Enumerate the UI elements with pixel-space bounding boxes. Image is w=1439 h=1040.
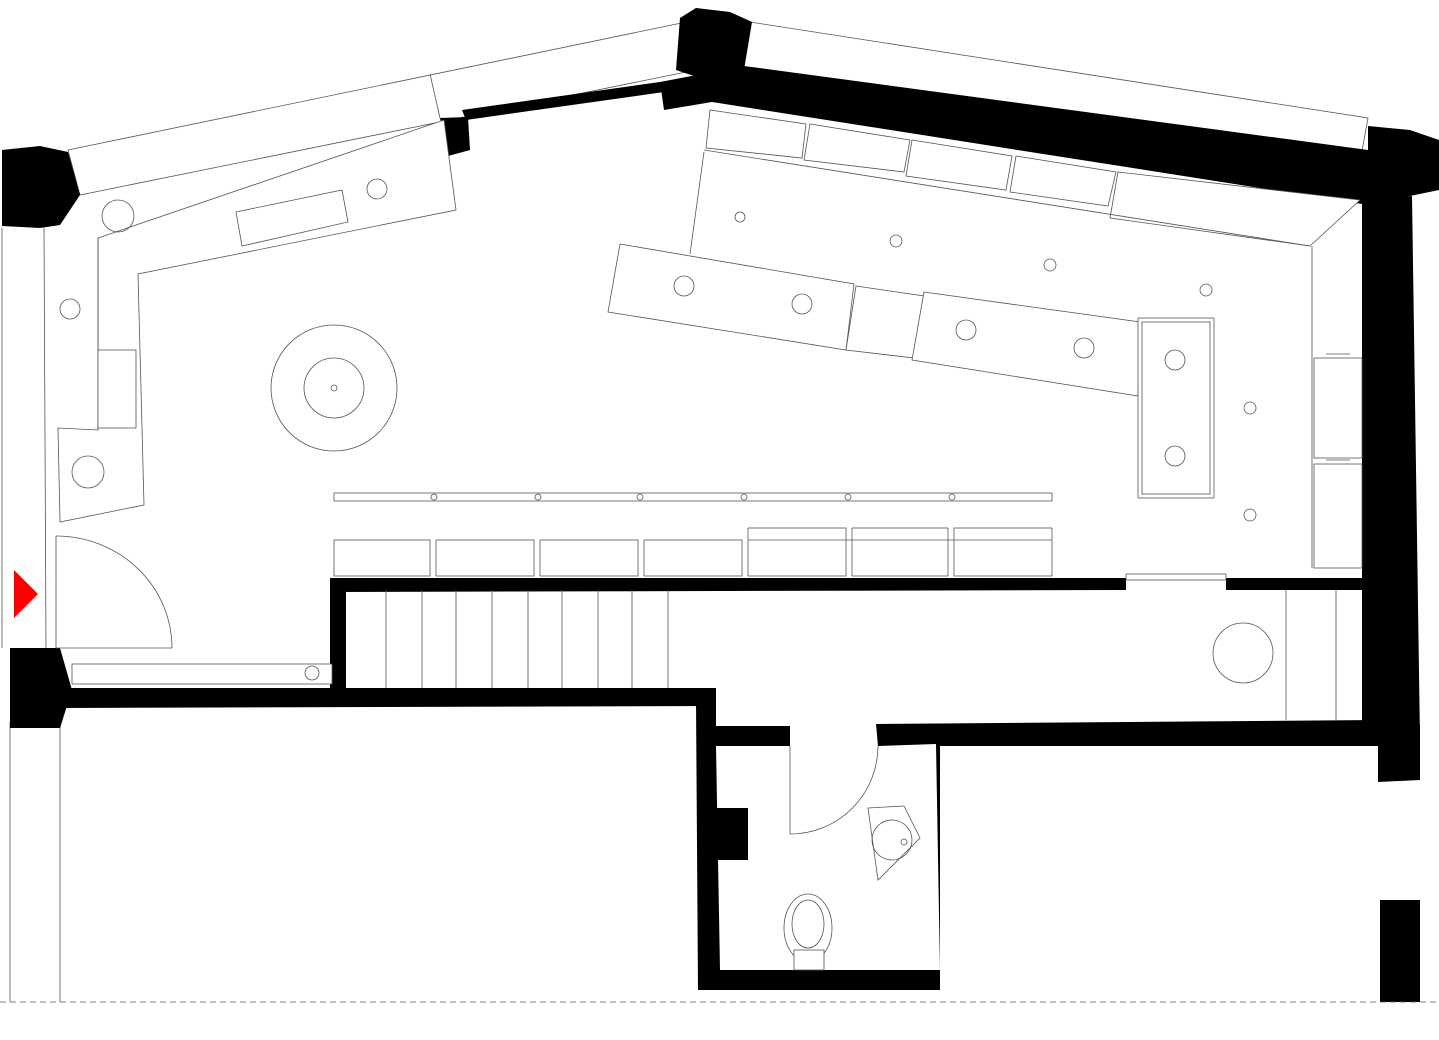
hanging-rail (333, 492, 1053, 502)
back-room (1212, 590, 1337, 720)
entrance-door (55, 535, 173, 649)
staircase (385, 590, 669, 688)
entrance-arrow-icon (14, 570, 38, 618)
right-display-table (1137, 317, 1215, 499)
round-table (270, 324, 398, 452)
wc-room (783, 745, 921, 971)
bottom-shelves (333, 527, 1053, 577)
left-facade-line (1, 227, 61, 1002)
spot-lights (734, 211, 1257, 522)
left-counter (57, 119, 457, 523)
right-cabinets (1311, 246, 1363, 569)
top-shelves (689, 109, 1361, 255)
walls (2, 8, 1439, 1002)
display-island (607, 243, 1141, 397)
wall-opening (1125, 573, 1227, 581)
front-ledge (71, 663, 333, 685)
